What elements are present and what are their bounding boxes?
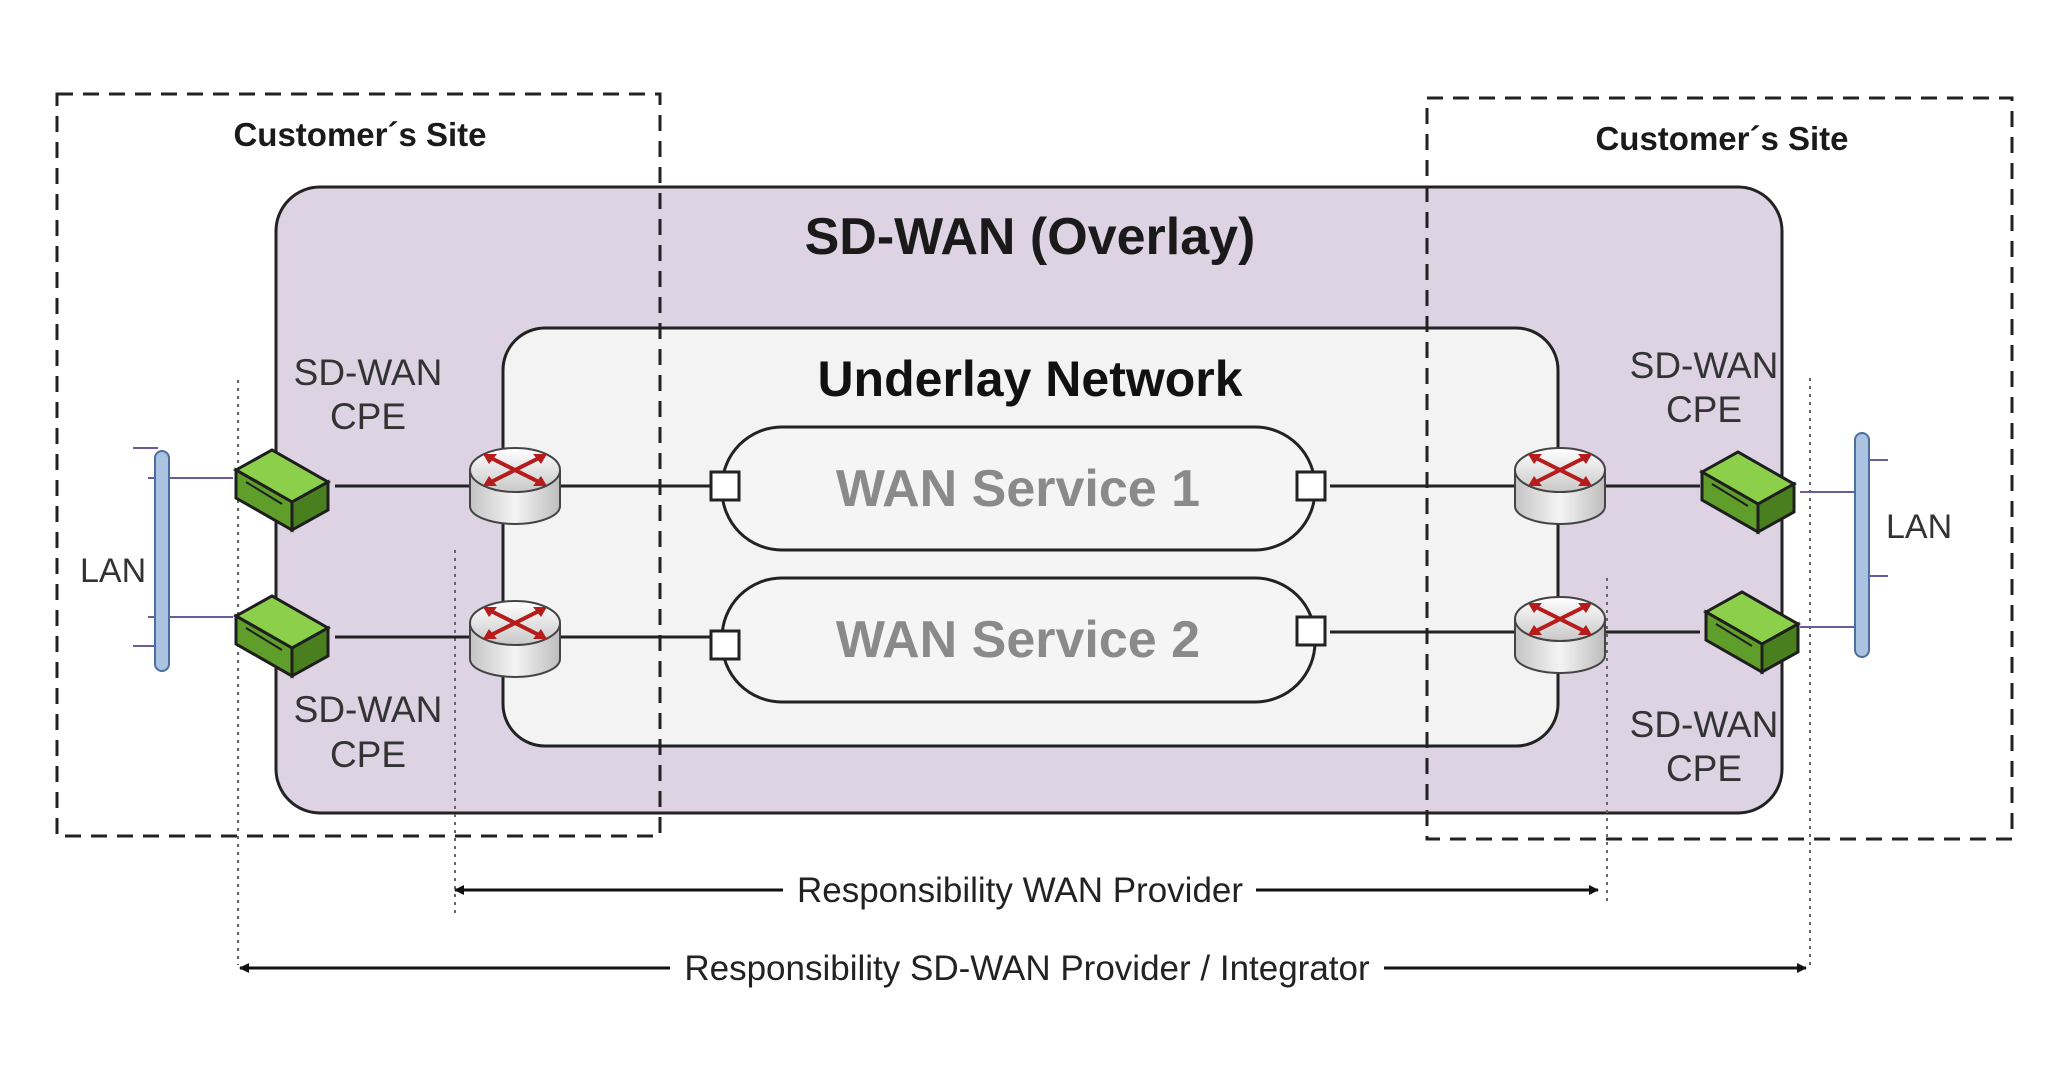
- lan-bar-right: [1854, 432, 1870, 658]
- cpe-label-left-top-line1: SD-WAN: [294, 352, 443, 393]
- cpe-label-right-bottom-line2: CPE: [1666, 748, 1742, 789]
- wan-service-1-title: WAN Service 1: [836, 460, 1200, 518]
- cpe-device-left-bottom: [232, 594, 332, 679]
- customer-site-left-title: Customer´s Site: [233, 116, 486, 153]
- router-icon-right-top: [1514, 447, 1606, 525]
- lan-label-left: LAN: [80, 552, 146, 590]
- router-icon-right-bottom: [1514, 596, 1606, 674]
- responsibility-sdwan-provider-label: Responsibility SD-WAN Provider / Integra…: [684, 949, 1370, 988]
- lan-bar-left: [154, 450, 170, 672]
- underlay-title: Underlay Network: [817, 351, 1242, 407]
- router-icon-left-top: [469, 447, 561, 525]
- customer-site-right-box: [1425, 96, 2014, 841]
- cpe-device-left-top: [232, 448, 332, 533]
- cpe-device-right-top: [1698, 450, 1798, 535]
- cpe-label-right-top-line1: SD-WAN: [1630, 345, 1779, 386]
- cpe-label-left-top-line2: CPE: [330, 396, 406, 437]
- cpe-label-left-bottom-line1: SD-WAN: [294, 689, 443, 730]
- customer-site-right-title: Customer´s Site: [1595, 120, 1848, 157]
- port-service2-left: [709, 629, 741, 661]
- port-service2-right: [1295, 615, 1327, 647]
- responsibility-wan-provider-label: Responsibility WAN Provider: [797, 871, 1243, 910]
- router-icon-left-bottom: [469, 600, 561, 678]
- port-service1-left: [709, 470, 741, 502]
- cpe-device-right-bottom: [1702, 590, 1802, 675]
- lan-label-right: LAN: [1886, 508, 1952, 546]
- wan-service-2-title: WAN Service 2: [836, 611, 1200, 669]
- cpe-label-left-bottom-line2: CPE: [330, 734, 406, 775]
- overlay-title: SD-WAN (Overlay): [805, 208, 1256, 266]
- cpe-label-right-top-line2: CPE: [1666, 389, 1742, 430]
- customer-site-left-box: [55, 92, 662, 838]
- cpe-label-right-bottom-line1: SD-WAN: [1630, 704, 1779, 745]
- port-service1-right: [1295, 470, 1327, 502]
